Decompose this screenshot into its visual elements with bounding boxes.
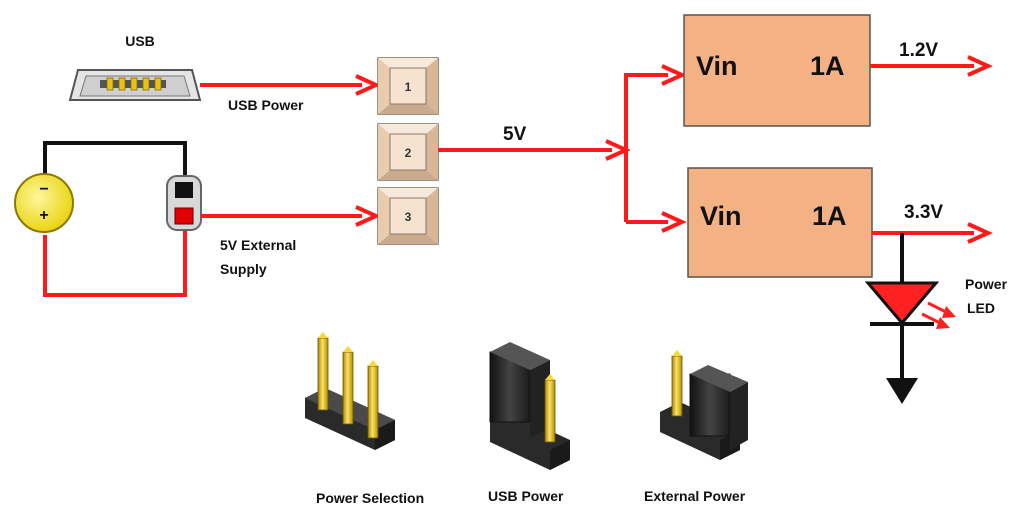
regulator-1v2-current: 1A xyxy=(810,51,845,81)
output-1v2-wire xyxy=(870,55,993,77)
pin-2-label: 2 xyxy=(405,146,412,160)
external-supply-wires xyxy=(43,141,187,297)
jumper-power-selection-label: Power Selection xyxy=(316,490,424,506)
regulator-3v3: Vin 1A xyxy=(687,167,873,278)
ext-supply-label-2: Supply xyxy=(220,261,267,277)
usb-label: USB xyxy=(125,33,155,49)
jumper-external-power-label: External Power xyxy=(644,488,746,504)
usb-power-wire xyxy=(200,74,381,96)
usb-power-label: USB Power xyxy=(228,97,304,113)
power-led-label-1: Power xyxy=(965,276,1008,292)
five-volt-label: 5V xyxy=(503,124,527,145)
pin-3-label: 3 xyxy=(405,210,412,224)
battery-minus: − xyxy=(39,181,48,198)
pin-pad-1: 1 xyxy=(377,57,439,115)
output-1v2-label: 1.2V xyxy=(899,40,938,61)
pin-pad-2: 2 xyxy=(377,123,439,181)
external-supply-wire xyxy=(201,205,381,227)
jumper-power-selection-icon xyxy=(305,332,395,450)
barrel-jack-icon xyxy=(166,175,202,231)
regulator-3v3-current: 1A xyxy=(812,201,847,231)
jumper-usb-power-label: USB Power xyxy=(488,488,564,504)
five-volt-wire xyxy=(438,64,687,233)
output-3v3-label: 3.3V xyxy=(904,202,943,223)
output-3v3-wire xyxy=(872,222,993,244)
battery-plus: + xyxy=(39,207,48,224)
regulator-1v2-vin: Vin xyxy=(696,51,738,81)
jumper-usb-power-icon xyxy=(489,342,570,470)
regulator-3v3-vin: Vin xyxy=(700,201,742,231)
pin-pad-3: 3 xyxy=(377,187,439,245)
ext-supply-label-1: 5V External xyxy=(220,237,296,253)
regulator-1v2: Vin 1A xyxy=(683,14,871,127)
pin-1-label: 1 xyxy=(405,80,412,94)
battery-icon: − + xyxy=(14,173,74,233)
usb-connector-icon xyxy=(68,69,202,101)
jumper-external-power-icon xyxy=(660,350,748,460)
power-led-icon xyxy=(864,233,956,404)
power-led-label-2: LED xyxy=(967,300,995,316)
